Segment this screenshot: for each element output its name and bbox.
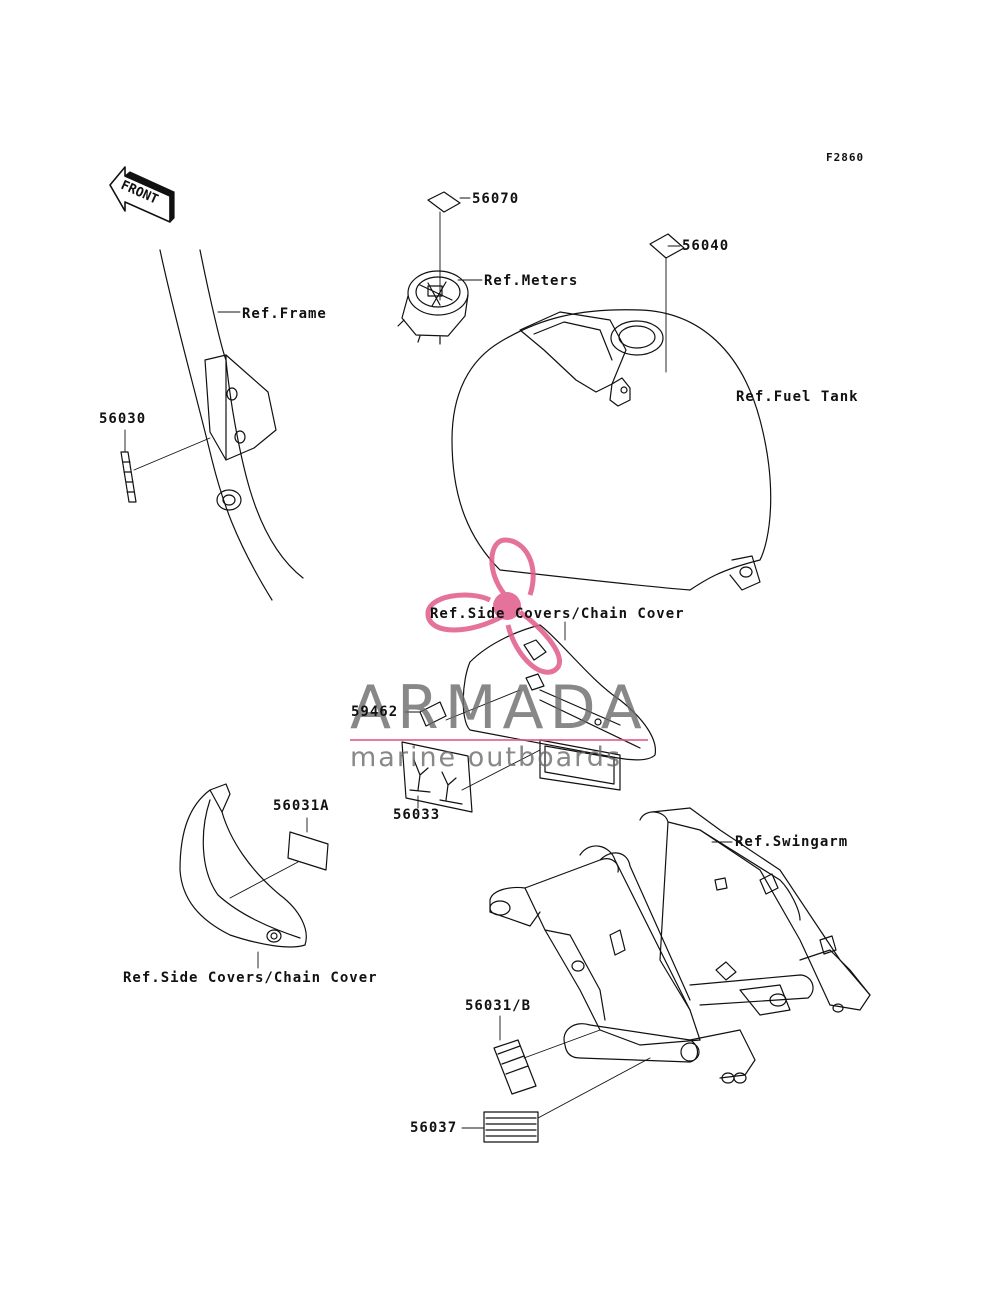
ref-label-meters: Ref.Meters (484, 273, 579, 289)
ref-label-fuel-tank: Ref.Fuel Tank (736, 389, 859, 405)
label-56031a-part (287, 831, 329, 871)
part-label-56030: 56030 (99, 411, 147, 427)
label-56030-part (120, 451, 137, 503)
ref-label-frame: Ref.Frame (242, 306, 327, 322)
part-label-56037: 56037 (410, 1120, 458, 1136)
label-56033-part (401, 741, 473, 813)
leader-lines (124, 197, 733, 1129)
ref-label-swingarm: Ref.Swingarm (735, 834, 849, 850)
ref-label-side-covers-upper: Ref.Side Covers/Chain Cover (430, 606, 685, 622)
label-56031b-part (493, 1039, 537, 1095)
side-cover-upper-drawing (462, 624, 657, 791)
part-label-56031a: 56031A (273, 798, 330, 814)
figure-code: F2860 (826, 151, 865, 164)
part-label-59462: 59462 (351, 704, 399, 720)
fuel-tank-drawing (451, 309, 772, 591)
part-label-56033: 56033 (393, 807, 441, 823)
swingarm-drawing (489, 807, 871, 1084)
part-label-56070: 56070 (472, 191, 520, 207)
label-59462-part (419, 701, 447, 727)
label-56040-part (649, 233, 685, 259)
meters-drawing (397, 270, 469, 345)
label-56070-part (427, 191, 461, 213)
watermark-title: ARMADA (350, 673, 648, 743)
frame-drawing (159, 249, 304, 601)
front-arrow-icon (109, 166, 175, 223)
ref-label-side-covers-lower: Ref.Side Covers/Chain Cover (123, 970, 378, 986)
side-cover-lower-drawing (179, 783, 307, 948)
watermark-propeller-icon (425, 537, 562, 675)
part-label-56040: 56040 (682, 238, 730, 254)
watermark-subtitle: marine outboards (350, 742, 623, 773)
part-label-56031b: 56031/B (465, 998, 532, 1014)
label-56037-part (483, 1111, 539, 1143)
